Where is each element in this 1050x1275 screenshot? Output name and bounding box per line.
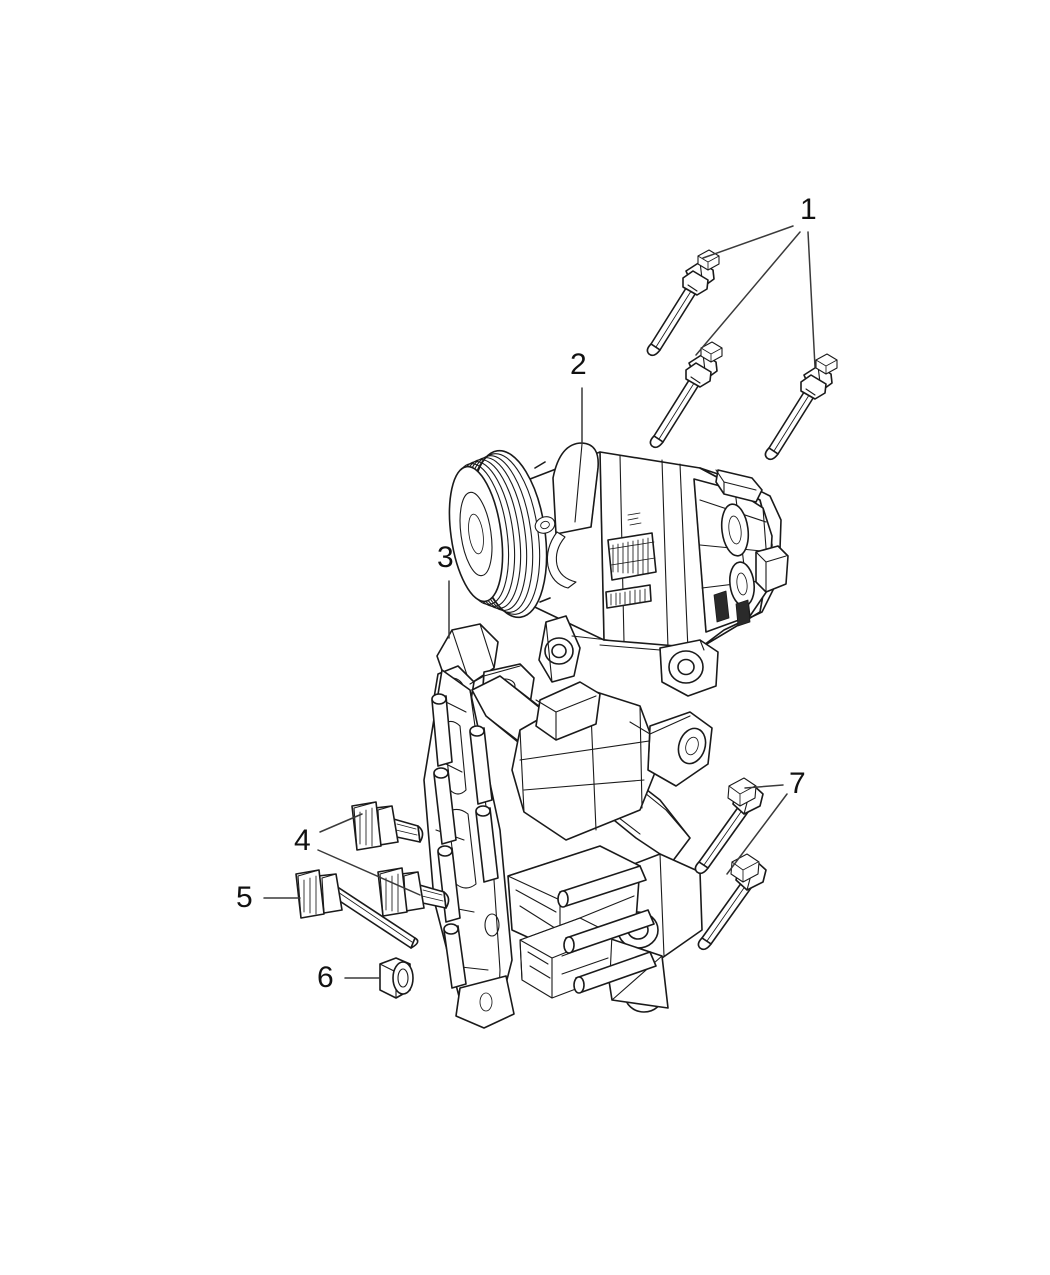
compressor-rear-housing (693, 467, 789, 649)
callout-leader-lines (263, 225, 816, 979)
long-bolt-b (649, 341, 723, 449)
bracket-inner-ribs (469, 725, 499, 883)
callout-number-1: 1 (800, 193, 817, 226)
bracket-right-arm (629, 711, 713, 787)
medium-bolt-a (694, 777, 764, 875)
callout-number-5: 5 (236, 881, 253, 914)
callout-leader-1-1 (702, 225, 794, 259)
part-4-short-bolts (351, 801, 450, 917)
callout-leader-1-2 (695, 231, 801, 356)
callout-number-6: 6 (317, 961, 334, 994)
bracket-bottom-left-foot (455, 975, 515, 1029)
part-3-mounting-bracket (423, 623, 713, 1029)
long-bolt-c (764, 353, 838, 461)
callout-leader-1-3 (807, 231, 816, 368)
compressor-mount-foot-left (538, 615, 581, 683)
callout-leader-4-2 (317, 849, 421, 896)
compressor-top-lug (534, 442, 599, 589)
compressor-pulley (448, 449, 551, 619)
callout-number-2: 2 (570, 348, 587, 381)
bracket-left-ribs (431, 693, 467, 989)
part-7-medium-bolts (694, 777, 767, 951)
callout-leader-4-1 (319, 813, 363, 833)
part-5-long-bolt (295, 869, 419, 949)
callout-number-7: 7 (789, 767, 806, 800)
bracket-center-web (511, 681, 661, 841)
medium-bolt-b (697, 853, 767, 951)
compressor-embossed-text (627, 512, 642, 526)
callout-leader-7-1 (744, 784, 784, 789)
short-bolt-a (351, 801, 424, 851)
compressor-barcode-mark (605, 584, 652, 609)
callout-leader-7-2 (726, 793, 788, 875)
callout-number-4: 4 (294, 824, 311, 857)
compressor-id-plate (607, 532, 657, 581)
callout-number-3: 3 (437, 541, 454, 574)
long-bolt-a (646, 249, 720, 357)
bracket-lower-rib-cylinders (557, 865, 657, 994)
part-1-long-bolts (646, 249, 838, 461)
compressor-mount-foot-right (659, 639, 719, 697)
part-2-ac-compressor (448, 442, 789, 697)
part-6-flange-nut (379, 957, 414, 999)
